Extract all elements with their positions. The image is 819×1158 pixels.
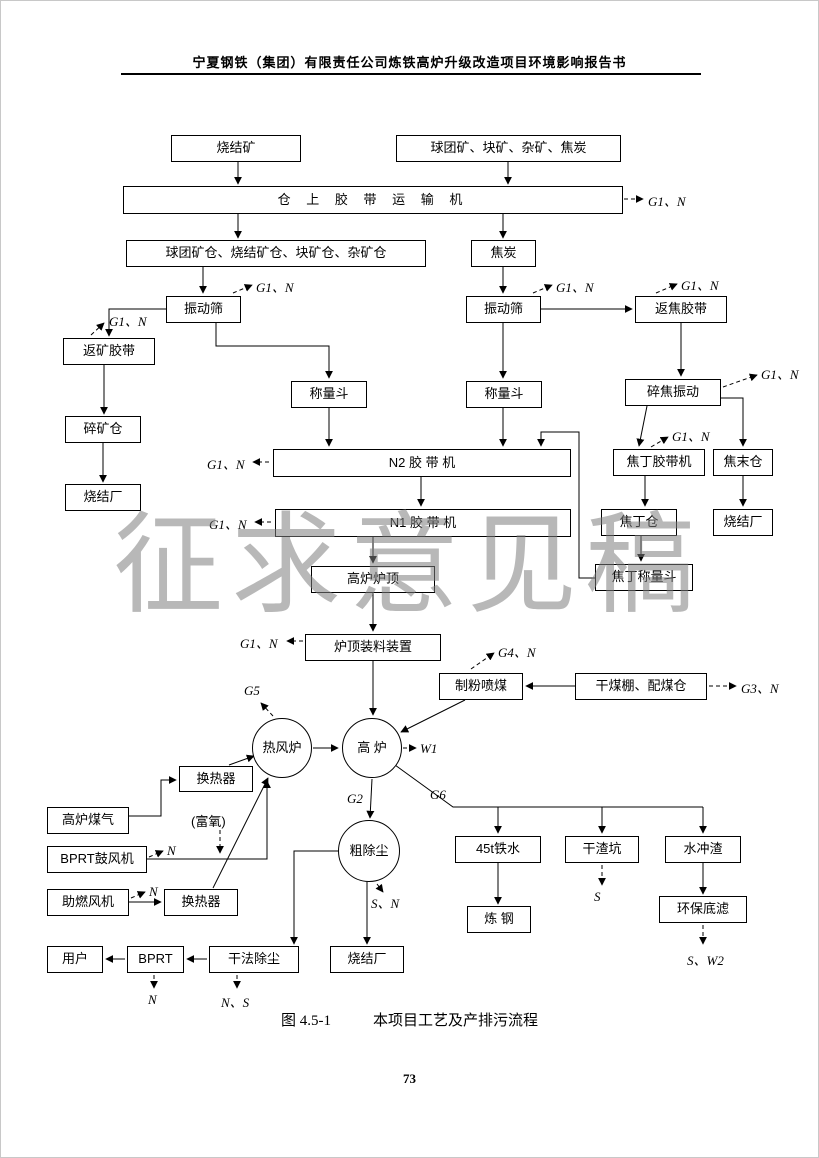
node-45t-molten-iron: 45t铁水: [455, 836, 541, 863]
label-g5: G5: [244, 683, 260, 698]
node-coke-nut-bin: 焦丁仓: [601, 509, 677, 536]
node-bin-top-conveyor: 仓 上 胶 带 运 输 机: [123, 186, 623, 214]
page-number: 73: [403, 1071, 416, 1086]
node-coke-nut-belt: 焦丁胶带机: [613, 449, 705, 476]
node-sinter-plant-bottom: 烧结厂: [330, 946, 404, 973]
node-vibrating-screen-right: 振动筛: [466, 296, 541, 323]
label-g1n-screen-right: G1、N: [556, 280, 594, 295]
node-vibrating-screen-left: 振动筛: [166, 296, 241, 323]
document-header-title: 宁夏钢铁（集团）有限责任公司炼铁高炉升级改造项目环境影响报告书: [192, 55, 627, 70]
label-sw2-filter: S、W2: [687, 953, 724, 968]
label-n-bprt: N: [148, 992, 157, 1007]
label-g1n-screen-left: G1、N: [256, 280, 294, 295]
node-blast-furnace: 高 炉: [342, 718, 402, 778]
label-g1n-return-coke: G1、N: [681, 278, 719, 293]
node-water-flushed-slag: 水冲渣: [665, 836, 741, 863]
node-coke-fines-bin: 焦末仓: [713, 449, 773, 476]
label-oxygen-enrichment: (富氧): [191, 814, 226, 829]
node-weigh-hopper-left: 称量斗: [291, 381, 367, 408]
label-g1n-n1: G1、N: [209, 517, 247, 532]
node-return-coke-belt: 返焦胶带: [635, 296, 727, 323]
node-dry-slag-pit: 干渣坑: [565, 836, 639, 863]
label-ns-dry-dedust: N、S: [221, 995, 250, 1010]
node-steelmaking: 炼 钢: [467, 906, 531, 933]
figure-number: 图 4.5-1: [280, 1013, 331, 1029]
figure-title: 本项目工艺及产排污流程: [372, 1013, 538, 1029]
figure-caption: 图 4.5-1 本项目工艺及产排污流程: [1, 1009, 818, 1030]
node-coke-crush-vibrating: 碎焦振动: [625, 379, 721, 406]
node-hot-blast-stove: 热风炉: [252, 718, 312, 778]
label-g6: G6: [430, 787, 446, 802]
node-ore-bins: 球团矿仓、烧结矿仓、块矿仓、杂矿仓: [126, 240, 426, 267]
label-g1n-nut-belt: G1、N: [672, 429, 710, 444]
label-n-fan: N: [149, 884, 158, 899]
node-bf-top: 高炉炉顶: [311, 566, 435, 593]
node-coal-shed: 干煤棚、配煤仓: [575, 673, 707, 700]
node-bprt: BPRT: [127, 946, 184, 973]
label-g1n-return-ore: G1、N: [109, 314, 147, 329]
label-g1n-coke-vib: G1、N: [761, 367, 799, 382]
label-g1n-conveyor: G1、N: [648, 194, 686, 209]
node-coarse-dedusting: 粗除尘: [338, 820, 400, 882]
label-g2: G2: [347, 791, 363, 806]
node-coke: 焦炭: [471, 240, 536, 267]
node-return-ore-belt: 返矿胶带: [63, 338, 155, 365]
label-n-blower: N: [167, 843, 176, 858]
node-coke-nut-weigh-hopper: 焦丁称量斗: [595, 564, 693, 591]
node-heat-exchanger-upper: 换热器: [179, 766, 253, 792]
node-dry-dedusting: 干法除尘: [209, 946, 299, 973]
node-heat-exchanger-lower: 换热器: [164, 889, 238, 916]
node-coal-injection: 制粉喷煤: [439, 673, 523, 700]
node-weigh-hopper-right: 称量斗: [466, 381, 542, 408]
node-sinter-plant-right: 烧结厂: [713, 509, 773, 536]
node-bf-gas: 高炉煤气: [47, 807, 129, 834]
node-env-bottom-filter: 环保底滤: [659, 896, 747, 923]
node-n1-belt: N1 胶 带 机: [275, 509, 571, 537]
label-g1n-n2: G1、N: [207, 457, 245, 472]
node-crushed-ore-bin: 碎矿仓: [65, 416, 141, 443]
label-g4n: G4、N: [498, 645, 536, 660]
node-sinter-ore: 烧结矿: [171, 135, 301, 162]
label-g3n: G3、N: [741, 681, 779, 696]
node-sinter-plant-left: 烧结厂: [65, 484, 141, 511]
label-g1n-charging: G1、N: [240, 636, 278, 651]
header-rule: [121, 73, 701, 75]
node-bprt-blower: BPRT鼓风机: [47, 846, 147, 873]
label-s-slag-pit: S: [594, 889, 601, 904]
label-sn-coarse-dedust: S、N: [371, 896, 400, 911]
node-user: 用户: [47, 946, 103, 973]
node-top-charging-device: 炉顶装料装置: [305, 634, 441, 661]
node-raw-materials: 球团矿、块矿、杂矿、焦炭: [396, 135, 621, 162]
node-combustion-fan: 助燃风机: [47, 889, 129, 916]
label-w1: W1: [420, 741, 438, 756]
node-n2-belt: N2 胶 带 机: [273, 449, 571, 477]
